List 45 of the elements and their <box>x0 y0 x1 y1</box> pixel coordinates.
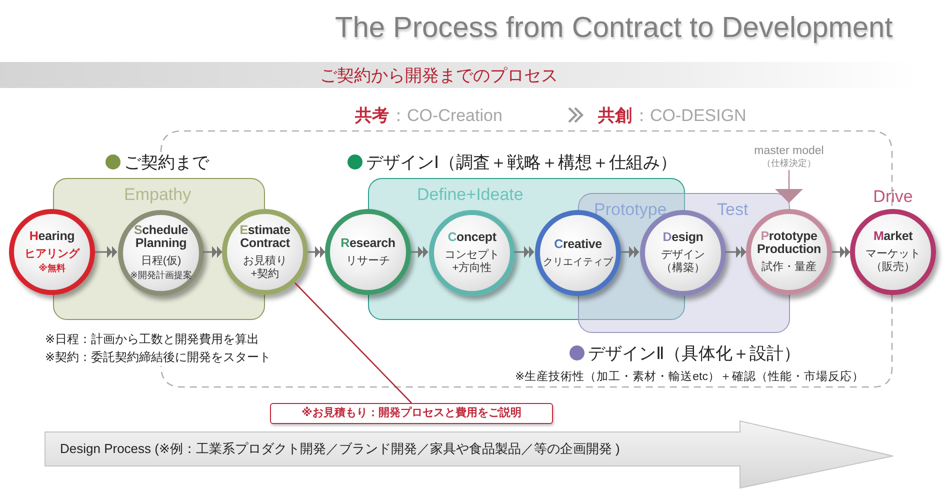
process-arrow <box>45 421 895 489</box>
step-description: クリエイティブ <box>543 256 613 268</box>
phase-name: Define+Ideate <box>417 185 524 205</box>
heading-term: 共創 <box>598 105 632 127</box>
callout-box <box>270 403 553 424</box>
step-description: デザイン（構築） <box>660 249 706 275</box>
note-text: ※生産技術性（加工・素材・輸送etc）＋確認（性能・市場反応） <box>515 369 864 384</box>
step-name: Creative <box>554 238 602 250</box>
section-heading: デザインⅠ（調査＋戦略＋構想＋仕組み） <box>366 152 678 174</box>
phase-name: Empathy <box>124 185 192 205</box>
note-text: ※日程：計画から工数と開発費用を算出 <box>45 331 260 348</box>
process-text: Design Process (※例：工業系プロダクト開発／ブランド開発／家具や食品製品／等の企画開発 ) <box>60 440 620 458</box>
step-name: Design <box>662 231 704 244</box>
heading-term: 共考 <box>355 105 389 127</box>
step-description: リサーチ <box>346 254 390 268</box>
step-description: 試作・量産 <box>762 261 816 274</box>
step-name: Concept <box>448 231 496 244</box>
step-description: 日程(仮) <box>140 255 182 268</box>
note-text: ※契約：委託契約締結後に開発をスタート <box>45 349 272 366</box>
step-description: ※無料 <box>38 262 66 274</box>
section-heading: デザインⅡ（具体化＋設計） <box>588 343 800 365</box>
note-heading: master model <box>753 145 825 158</box>
phase-name: Prototype <box>594 200 667 220</box>
step-name: Prototype Production <box>756 230 822 256</box>
step-description: コンセプト +方向性 <box>444 249 500 275</box>
phase-name: Drive <box>873 187 913 207</box>
note-text: （仕様決定） <box>761 158 817 169</box>
pointer-arrow <box>775 170 803 203</box>
phase-name: Test <box>717 200 748 220</box>
step-description: お見積り +契約 <box>242 254 288 280</box>
step-name: Market <box>873 230 913 243</box>
step-description: マーケット（販売） <box>864 248 922 274</box>
step-description: ※開発計画提案 <box>130 269 192 282</box>
heading-text: ：CO-Creation <box>390 105 502 127</box>
step-name: Schedule Planning <box>133 224 189 250</box>
title: The Process from Contract to Development <box>335 12 893 45</box>
step-name: Hearing <box>29 230 75 242</box>
subtitle: ご契約から開発までのプロセス <box>320 65 558 87</box>
step-name: Research <box>340 236 396 250</box>
step-name: Estimate Contract <box>238 224 292 250</box>
heading-text: ：CO-DESIGN <box>633 105 746 127</box>
callout-text: ※お見積もり：開発プロセスと費用をご説明 <box>300 406 522 421</box>
leader-line <box>294 282 412 404</box>
step-description: ヒアリング <box>24 248 80 260</box>
section-heading: ご契約まで <box>124 152 209 174</box>
